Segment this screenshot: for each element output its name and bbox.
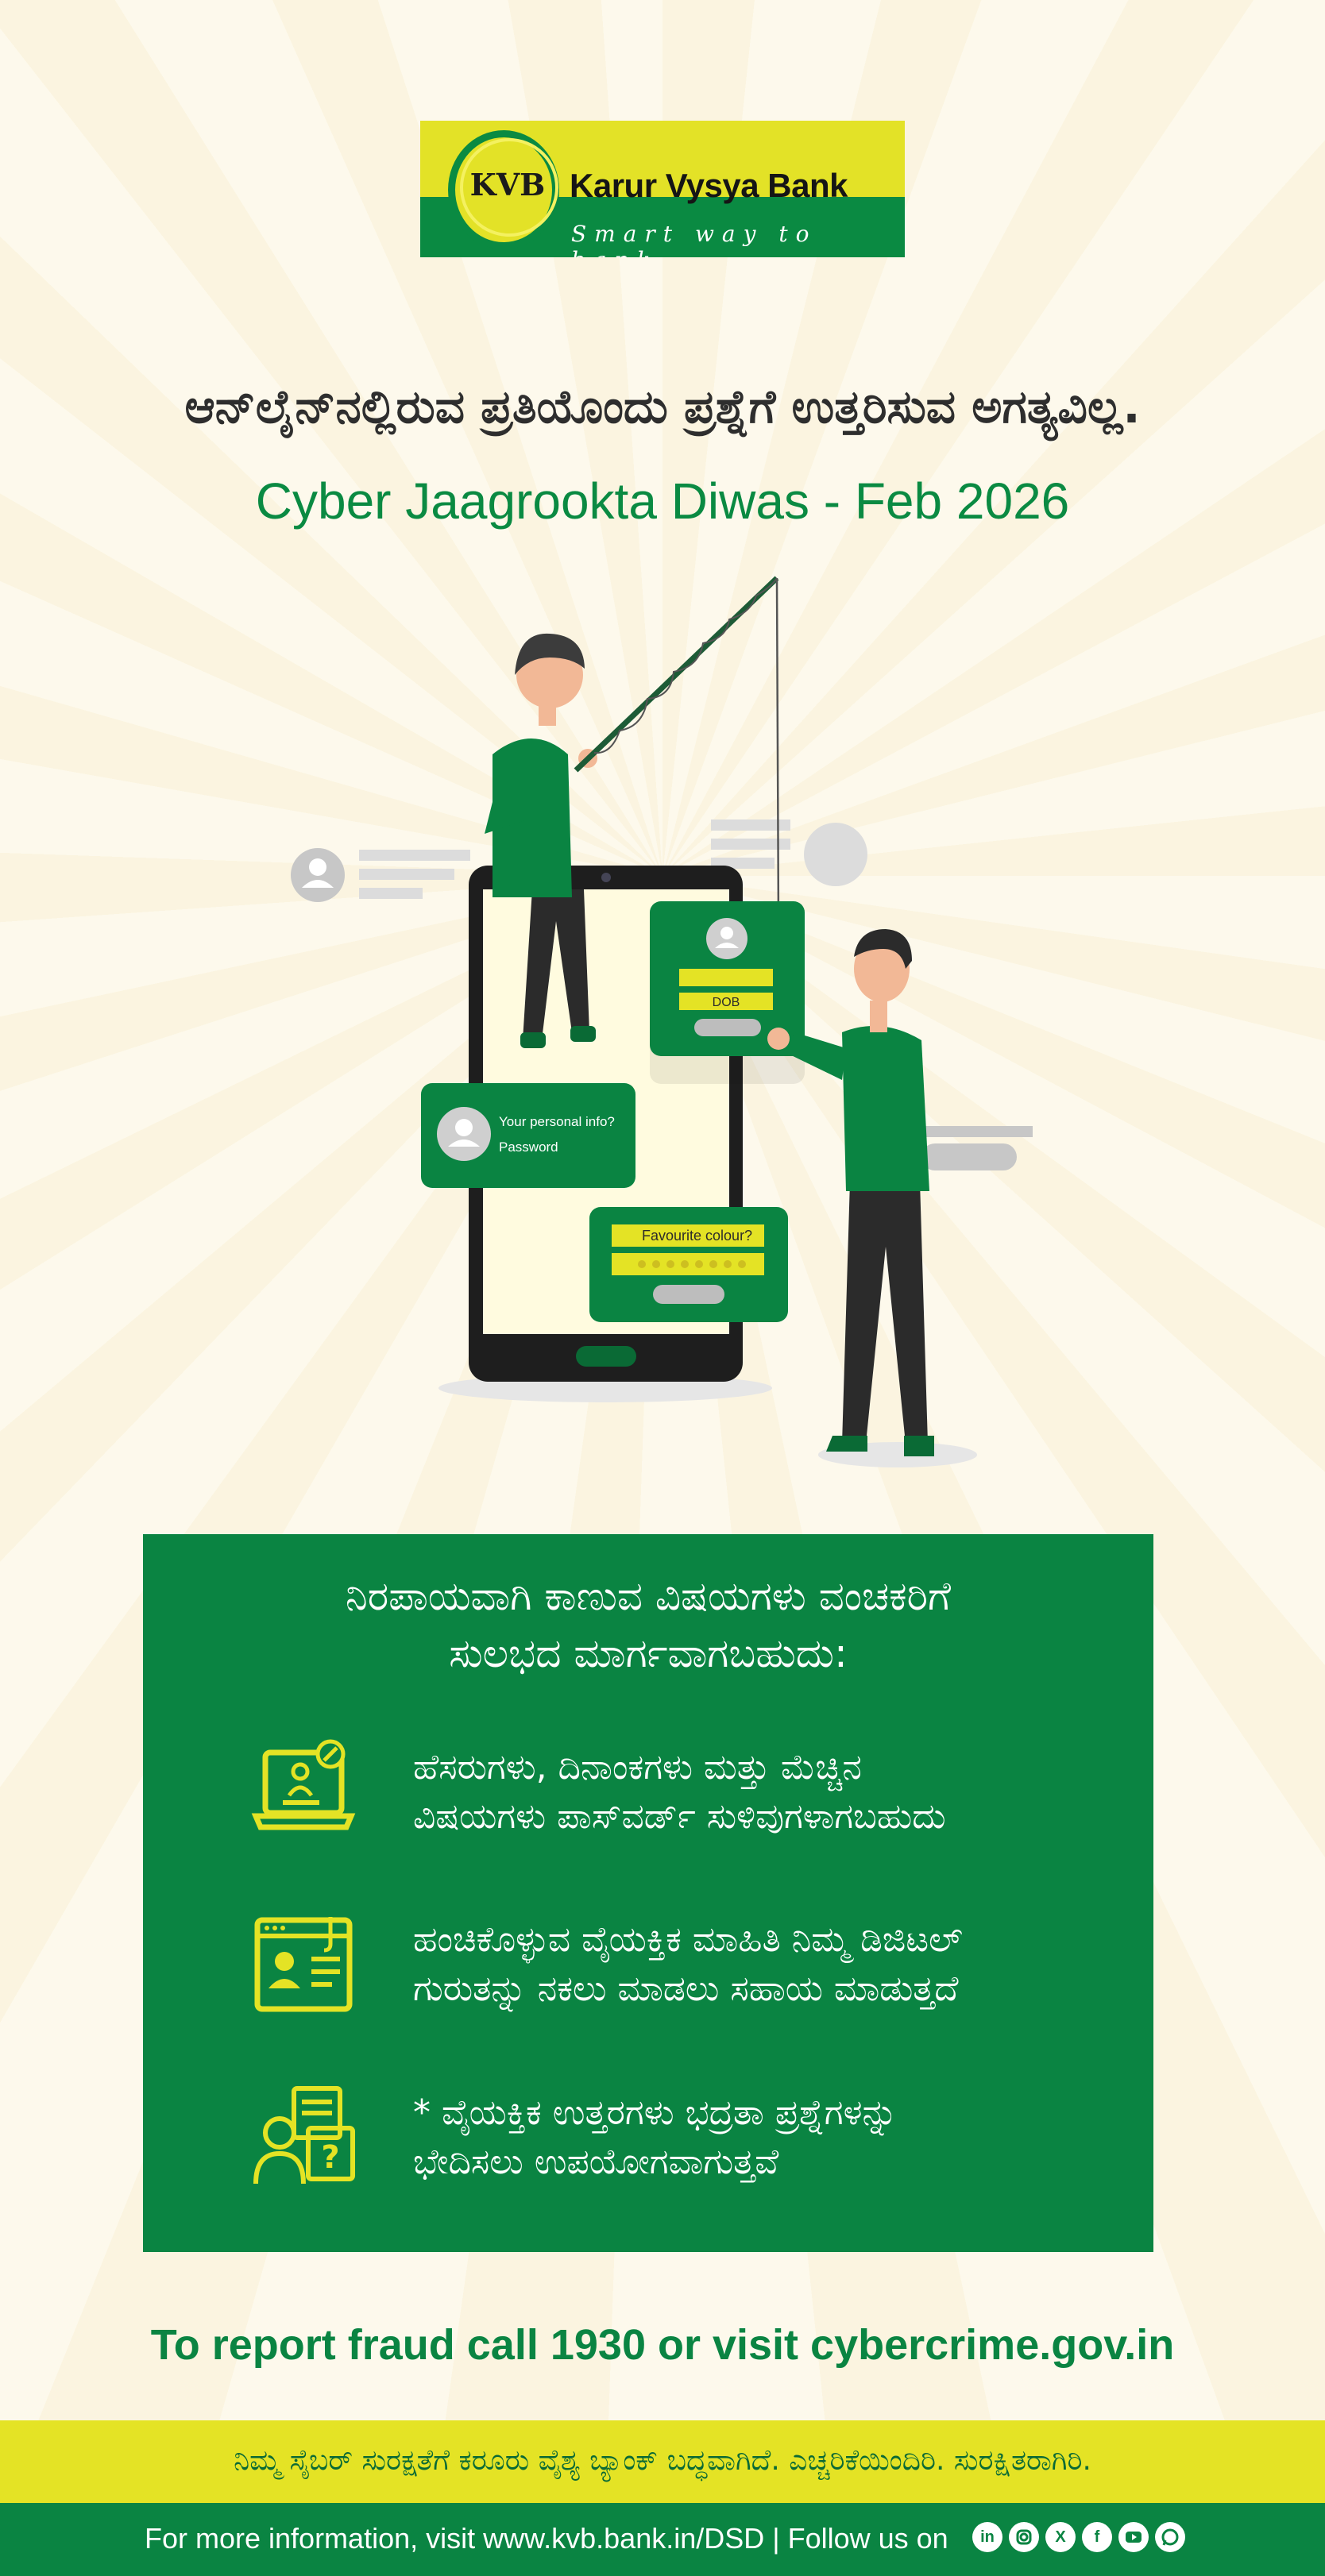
- linkedin-icon[interactable]: in: [972, 2522, 1002, 2552]
- panel-item-2-text: ಹಂಚಿಕೊಳ್ಳುವ ವೈಯಕ್ತಿಕ ಮಾಹಿತಿ ನಿಮ್ಮ ಡಿಜಿಟಲ…: [413, 1915, 1128, 2014]
- kvb-logo: KVB Karur Vysya Bank Smart way to bank: [420, 121, 905, 257]
- footer-tagline-bar: ನಿಮ್ಮ ಸೈಬರ್ ಸುರಕ್ಷತೆಗೆ ಕರೂರು ವೈಶ್ಯ ಬ್ಯಾಂ…: [0, 2420, 1325, 2503]
- favourite-colour-question: Favourite colour?: [642, 1228, 752, 1244]
- logo-initials: KVB: [469, 167, 546, 202]
- card-dob: DOB: [650, 901, 805, 1084]
- dob-field-text: DOB: [713, 996, 740, 1009]
- youtube-icon[interactable]: [1118, 2522, 1149, 2552]
- panel-title-line1: ನಿರಪಾಯವಾಗಿ ಕಾಣುವ ವಿಷಯಗಳು ವಂಚಕರಿಗೆ: [345, 1573, 952, 1619]
- panel-item-2: ಹಂಚಿಕೊಳ್ಳುವ ವೈಯಕ್ತಿಕ ಮಾಹಿತಿ ನಿಮ್ಮ ಡಿಜಿಟಲ…: [143, 1909, 1153, 2052]
- fraud-report-line: To report fraud call 1930 or visit cyber…: [150, 2321, 1175, 2369]
- panel-title-line2: ಸುಲಭದ ಮಾರ್ಗವಾಗಬಹುದು:: [449, 1630, 848, 1676]
- panel-item-3: ? * ವೈಯಕ್ತಿಕ ಉತ್ತರಗಳು ಭದ್ರತಾ ಪ್ರಶ್ನೆಗಳನ್…: [143, 2082, 1153, 2225]
- deco-lines-right: [921, 1126, 1033, 1170]
- card-favourite-colour: Favourite colour?: [589, 1207, 788, 1322]
- x-icon[interactable]: X: [1045, 2522, 1076, 2552]
- card-personal-info: Your personal info? Password: [421, 1083, 635, 1188]
- laptop-profile-icon: [251, 1739, 356, 1830]
- footer-info-bar: For more information, visit www.kvb.bank…: [0, 2503, 1325, 2576]
- campaign-subhead: Cyber Jaagrookta Diwas - Feb 2026: [255, 472, 1070, 530]
- id-card-icon: [254, 1917, 353, 2012]
- footer-tagline: ನಿಮ್ಮ ಸೈಬರ್ ಸುರಕ್ಷತೆಗೆ ಕರೂರು ವೈಶ್ಯ ಬ್ಯಾಂ…: [234, 2444, 1091, 2477]
- instagram-icon[interactable]: [1009, 2522, 1039, 2552]
- phishing-illustration: DOB Your personal info? Password Favouri…: [291, 576, 1033, 1467]
- facebook-icon[interactable]: f: [1082, 2522, 1112, 2552]
- info-panel: ನಿರಪಾಯವಾಗಿ ಕಾಣುವ ವಿಷಯಗಳು ವಂಚಕರಿಗೆ ಸುಲಭದ …: [143, 1534, 1153, 2252]
- panel-item-3-text: * ವೈಯಕ್ತಿಕ ಉತ್ತರಗಳು ಭದ್ರತಾ ಪ್ರಶ್ನೆಗಳನ್ನು…: [413, 2088, 1128, 2187]
- deco-profile-left: [291, 848, 470, 902]
- logo-bank-name: Karur Vysya Bank: [570, 167, 848, 204]
- footer-info-text: For more information, visit www.kvb.bank…: [145, 2522, 948, 2555]
- headline: ಆನ್‌ಲೈನ್‌ನಲ್ಲಿರುವ ಪ್ರತಿಯೊಂದು ಪ್ರಶ್ನೆಗೆ ಉ…: [184, 380, 1141, 434]
- svg-text:?: ?: [321, 2139, 339, 2176]
- panel-item-1-line2: ವಿಷಯಗಳು ಪಾಸ್‌ವರ್ಡ್ ಸುಳಿವುಗಳಾಗಬಹುದು: [413, 1796, 946, 1837]
- man-standing: [767, 929, 977, 1467]
- panel-item-1-line1: ಹೆಸರುಗಳು, ದಿನಾಂಕಗಳು ಮತ್ತು ಮೆಚ್ಚಿನ: [413, 1747, 862, 1787]
- panel-item-2-line1: ಹಂಚಿಕೊಳ್ಳುವ ವೈಯಕ್ತಿಕ ಮಾಹಿತಿ ನಿಮ್ಮ ಡಿಜಿಟಲ…: [413, 1919, 963, 1960]
- panel-item-1-text: ಹೆಸರುಗಳು, ದಿನಾಂಕಗಳು ಮತ್ತು ಮೆಚ್ಚಿನ ವಿಷಯಗಳ…: [413, 1743, 1128, 1841]
- personal-info-question: Your personal info?: [499, 1114, 615, 1129]
- person-question-icon: ?: [253, 2086, 355, 2185]
- password-label: Password: [499, 1140, 558, 1155]
- panel-title: ನಿರಪಾಯವಾಗಿ ಕಾಣುವ ವಿಷಯಗಳು ವಂಚಕರಿಗೆ ಸುಲಭದ …: [143, 1568, 1153, 1682]
- fishing-rod: [574, 576, 780, 935]
- deco-lines-top: [711, 819, 867, 886]
- logo-tagline: Smart way to bank: [571, 221, 817, 257]
- panel-item-2-line2: ಗುರುತನ್ನು ನಕಲು ಮಾಡಲು ಸಹಾಯ ಮಾಡುತ್ತದೆ: [413, 1969, 959, 2009]
- panel-item-3-line2: ಭೇದಿಸಲು ಉಪಯೋಗವಾಗುತ್ತವೆ: [413, 2142, 779, 2182]
- panel-item-3-line1: * ವೈಯಕ್ತಿಕ ಉತ್ತರಗಳು ಭದ್ರತಾ ಪ್ರಶ್ನೆಗಳನ್ನು: [413, 2092, 898, 2133]
- whatsapp-icon[interactable]: [1155, 2522, 1185, 2552]
- logo-ring-highlight: [460, 138, 558, 237]
- panel-item-1: ಹೆಸರುಗಳು, ದಿನಾಂಕಗಳು ಮತ್ತು ಮೆಚ್ಚಿನ ವಿಷಯಗಳ…: [143, 1737, 1153, 1880]
